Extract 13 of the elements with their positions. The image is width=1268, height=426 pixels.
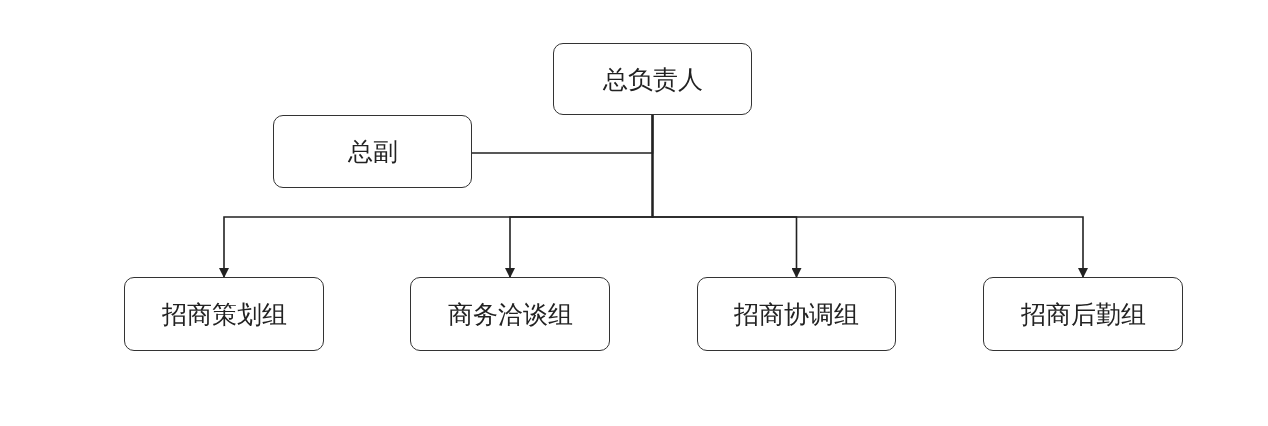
arrow [651,114,1088,278]
box-label: 招商策划组 [161,298,287,331]
org-box [983,277,1183,351]
box-label: 招商协调组 [734,298,859,331]
org-box [124,277,324,351]
box-label: 总负责人 [602,63,703,96]
box-label: 招商后勤组 [1020,298,1146,331]
box-label: 总副 [347,136,398,168]
box-label: 商务洽谈组 [447,298,573,331]
org-box [697,277,896,351]
org-box [410,277,610,351]
org-box [273,115,472,188]
org-box [553,43,752,115]
